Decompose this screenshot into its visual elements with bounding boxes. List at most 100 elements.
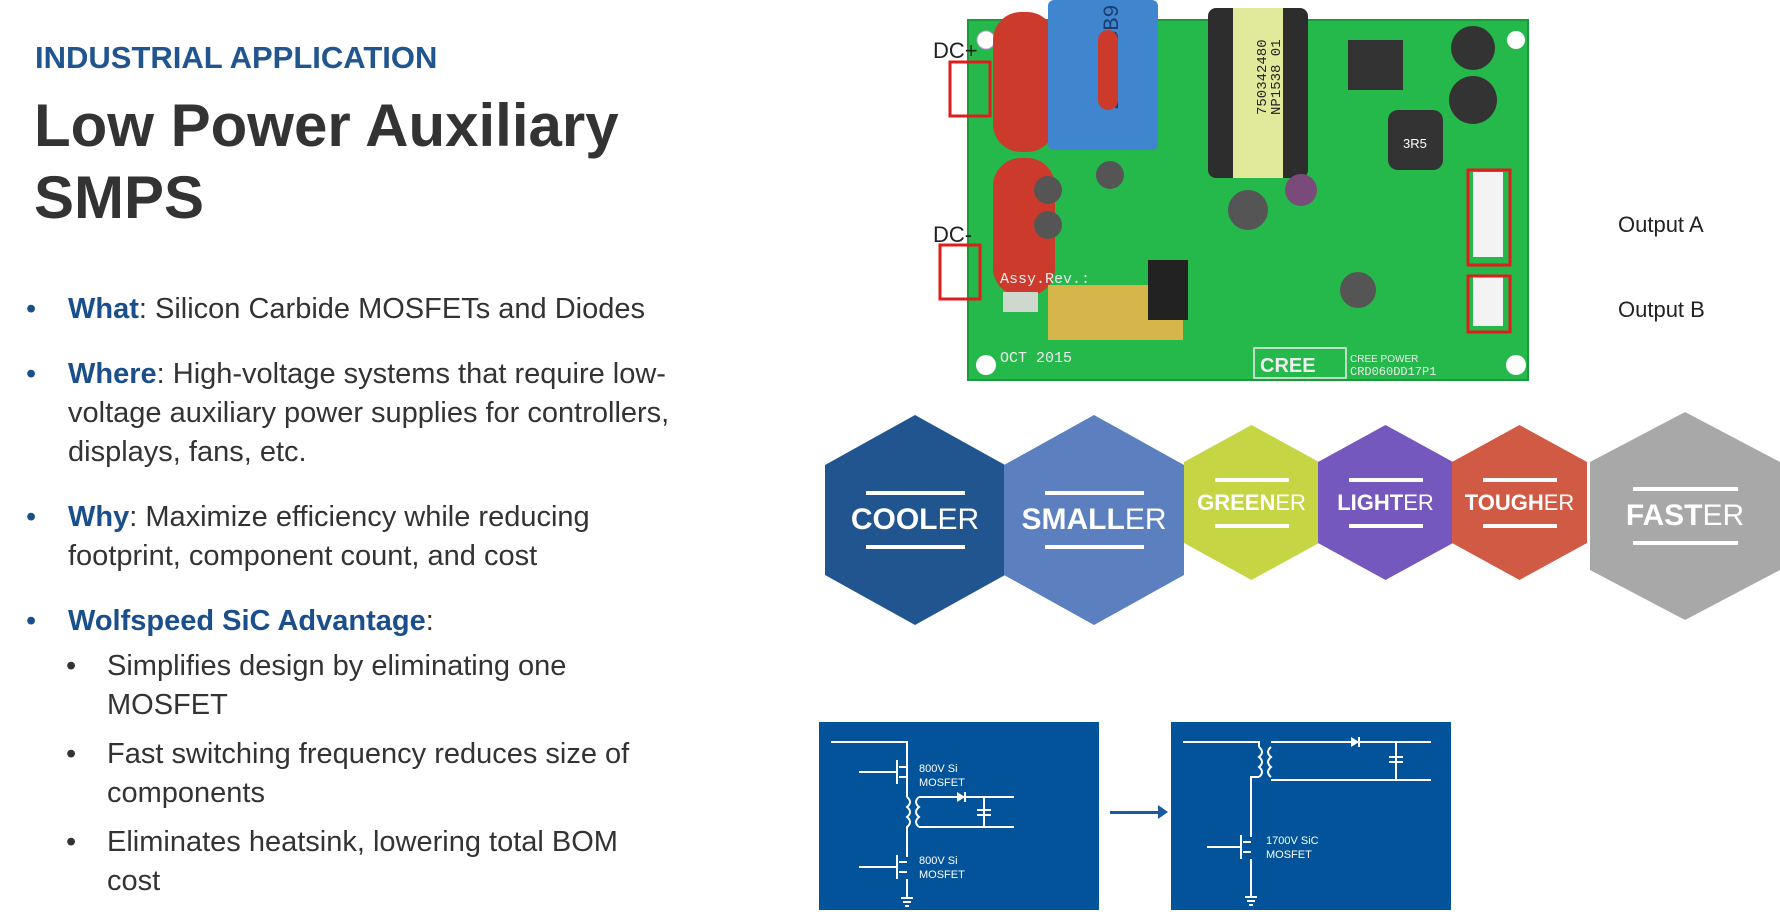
bullet-text: : Silicon Carbide MOSFETs and Diodes	[138, 293, 645, 325]
section-eyebrow: INDUSTRIAL APPLICATION	[35, 40, 438, 75]
hexagon-label: COOLER	[851, 503, 979, 537]
hexagon-word-bold: SMALL	[1021, 503, 1125, 536]
hexagon-lighter: LIGHTER	[1318, 425, 1453, 580]
arrow-right-icon	[1110, 805, 1168, 819]
label-800v-bottom: 800V Si MOSFET	[919, 855, 965, 881]
electrolytic-cap	[1034, 176, 1062, 204]
transformer-label	[1233, 8, 1283, 178]
sub-bullet-text: Eliminates heatsink, lowering total BOM …	[107, 826, 618, 897]
hexagon-word-bold: TOUGH	[1464, 489, 1544, 515]
bullet-why: • Why: Maximize efficiency while reducin…	[0, 498, 688, 576]
hexagon-smaller: SMALLER	[1004, 415, 1184, 625]
bullet-what: • What: Silicon Carbide MOSFETs and Diod…	[0, 290, 740, 329]
divider	[865, 491, 965, 495]
sub-bullet: • Eliminates heatsink, lowering total BO…	[0, 823, 627, 901]
mosfet-package	[1148, 260, 1188, 320]
label-dc-plus: DC+	[933, 38, 978, 63]
hexagon-word-suffix: ER	[1124, 503, 1167, 536]
hexagon-cooler: COOLER	[825, 415, 1005, 625]
bullet-list: • What: Silicon Carbide MOSFETs and Diod…	[0, 290, 740, 911]
bullet-dot: •	[26, 358, 37, 390]
bullet-text: : Maximize efficiency while reducing foo…	[68, 501, 590, 572]
divider	[1044, 491, 1144, 495]
hexagon-label: TOUGHER	[1465, 490, 1575, 516]
bullet-dot: •	[66, 738, 77, 770]
hexagon-word-bold: COOL	[850, 503, 938, 536]
connector-output-b	[1473, 276, 1503, 326]
page-title: Low Power Auxiliary SMPS	[34, 92, 619, 231]
divider	[1632, 487, 1738, 491]
highlight-output-a	[1466, 168, 1512, 267]
circuit-after: 1700V SiC MOSFET	[1171, 722, 1451, 910]
hexagon-word-bold: LIGHT	[1337, 489, 1404, 515]
highlight-dc-minus	[938, 243, 982, 301]
electrolytic-cap	[1340, 272, 1376, 308]
electrolytic-cap	[1285, 174, 1317, 206]
assy-box	[1003, 292, 1038, 312]
transformer-marking-1: 750342480	[1255, 39, 1271, 115]
bullet-where: • Where: High-voltage systems that requi…	[0, 355, 688, 472]
bullet-key: Wolfspeed SiC Advantage	[68, 605, 426, 637]
divider	[1214, 477, 1289, 482]
hexagon-label: FASTER	[1626, 499, 1744, 533]
assy-rev: Assy.Rev.:	[1000, 271, 1090, 288]
mounting-hole	[976, 355, 996, 375]
bullet-dot: •	[26, 293, 37, 325]
hexagon-word-suffix: ER	[937, 503, 980, 536]
hexagon-word-suffix: ER	[1275, 489, 1306, 515]
hexagon-word-bold: FAST	[1625, 499, 1703, 532]
circuit-after-schematic	[1183, 737, 1431, 906]
hexagon-label: LIGHTER	[1337, 490, 1434, 516]
sub-bullet-text: Simplifies design by eliminating one MOS…	[107, 650, 567, 721]
highlight-output-b	[1466, 274, 1512, 334]
bullet-key: Why	[68, 501, 130, 533]
capacitor-red-3	[1098, 30, 1118, 110]
sub-bullet: • Simplifies design by eliminating one M…	[0, 647, 627, 725]
divider	[1482, 477, 1557, 482]
regulator-ic	[1348, 40, 1403, 90]
pcb-photo: 220nJBB9 750342480 NP1538 01 3R5 Assy.Re…	[933, 0, 1705, 381]
electrolytic-cap	[1096, 161, 1124, 189]
divider	[1348, 477, 1423, 482]
bullet-key: Where	[68, 358, 157, 390]
bullet-dot: •	[66, 826, 77, 858]
divider	[1348, 523, 1423, 528]
electrolytic-cap	[1451, 26, 1495, 70]
transformer-marking-2: NP1538 01	[1269, 39, 1285, 115]
divider	[1482, 523, 1557, 528]
sub-bullet-text: Fast switching frequency reduces size of…	[107, 738, 630, 809]
highlight-dc-plus	[948, 60, 992, 118]
hexagon-word-suffix: ER	[1403, 489, 1434, 515]
hexagon-word-bold: GREEN	[1197, 489, 1276, 515]
label-dc-minus: DC-	[933, 222, 972, 247]
divider	[1632, 541, 1738, 545]
mounting-hole	[1506, 355, 1526, 375]
hexagon-label: SMALLER	[1021, 503, 1166, 537]
part-number: CRD060DD17P1	[1350, 365, 1436, 379]
electrolytic-cap	[1228, 190, 1268, 230]
hexagon-tougher: TOUGHER	[1452, 425, 1587, 580]
divider	[1214, 523, 1289, 528]
bullet-dot: •	[66, 650, 77, 682]
mounting-hole	[1507, 31, 1525, 49]
inductor	[1388, 110, 1443, 170]
sub-bullet: • Fast switching frequency reduces size …	[0, 735, 667, 813]
electrolytic-cap	[1449, 76, 1497, 124]
bullet-text: : High-voltage systems that require low-…	[68, 358, 670, 468]
bullet-key: What	[68, 293, 139, 325]
bullet-text: :	[425, 605, 434, 637]
circuit-before: 800V Si MOSFET 800V Si MOSFET	[819, 722, 1099, 910]
hexagon-greener: GREENER	[1184, 425, 1319, 580]
hexagon-label: GREENER	[1197, 490, 1306, 516]
electrolytic-cap	[1034, 211, 1062, 239]
hexagon-faster: FASTER	[1590, 412, 1780, 620]
cree-logo: CREE	[1260, 355, 1316, 377]
connector-output-a	[1473, 172, 1503, 257]
inductor-marking: 3R5	[1403, 136, 1427, 151]
mounting-hole	[976, 30, 996, 50]
bullet-advantage: • Wolfspeed SiC Advantage:	[0, 602, 740, 641]
label-1700v: 1700V SiC MOSFET	[1266, 835, 1319, 861]
cree-power: CREE POWER	[1350, 354, 1418, 365]
hexagon-word-suffix: ER	[1702, 499, 1745, 532]
